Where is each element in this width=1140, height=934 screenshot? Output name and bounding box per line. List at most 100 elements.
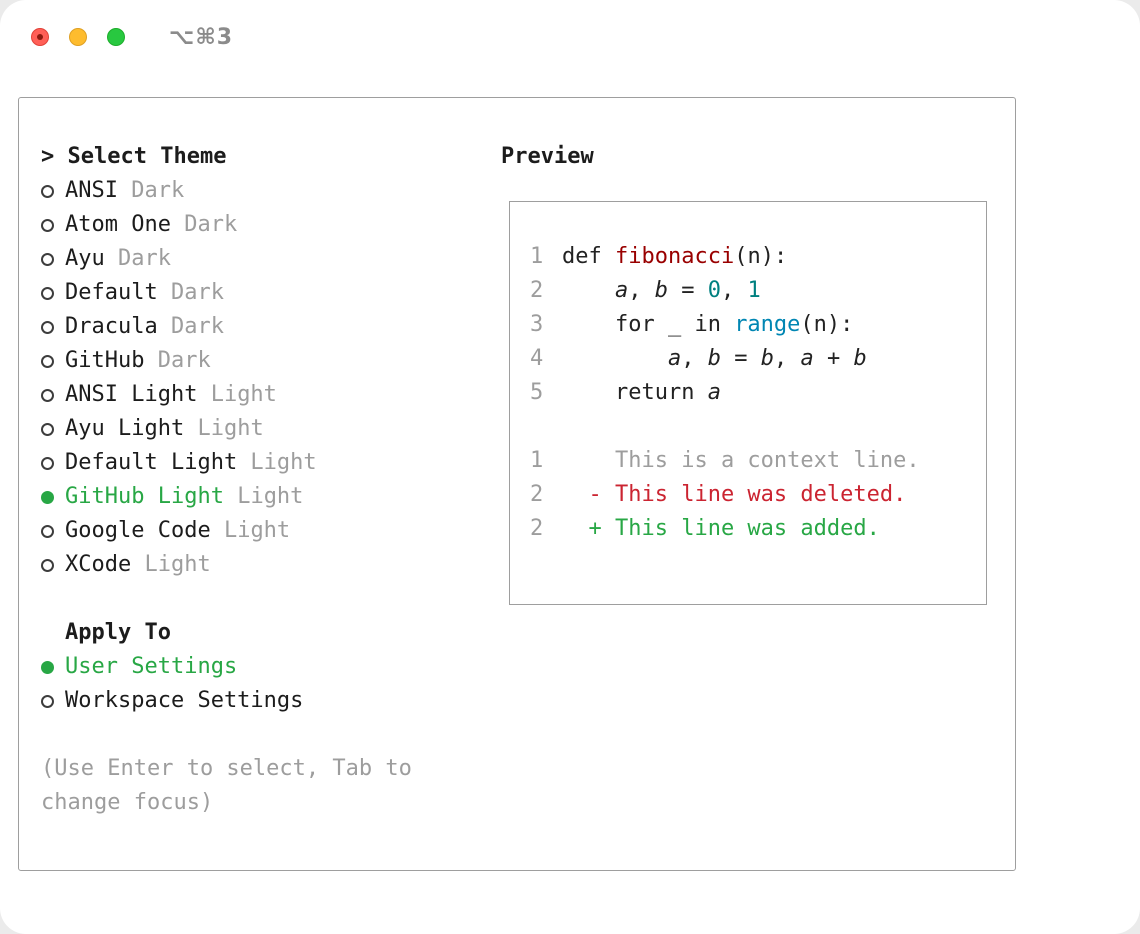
code-token [562,346,668,371]
theme-name: Ayu Light [65,416,185,441]
theme-name: XCode [65,552,132,577]
code-token: = [667,278,708,303]
radio-icon [41,388,54,402]
radio-icon [41,694,54,708]
code-token: fibonacci [614,244,735,269]
radio-icon [41,558,54,572]
code-token: a [614,278,629,303]
theme-option[interactable]: Dracula Dark [41,310,481,344]
apply-option[interactable]: User Settings [41,650,481,684]
line-content: return a [562,376,721,410]
line-content: a, b = 0, 1 [562,274,761,308]
theme-name: GitHub Light [65,484,224,509]
radio-icon [41,456,54,470]
apply-option[interactable]: Workspace Settings [41,684,481,718]
apply-label: User Settings [65,654,238,679]
line-content: def fibonacci(n): [562,240,787,274]
theme-name: Ayu [65,246,105,271]
line-content: + This line was added. [562,512,880,546]
code-token: a [707,380,721,405]
preview-line: 1 This is a context line. [530,444,970,478]
line-content: This is a context line. [562,444,920,478]
maximize-button[interactable] [107,28,125,46]
theme-name: Default Light [65,450,238,475]
code-token: = [720,346,761,371]
theme-option[interactable]: GitHub Dark [41,344,481,378]
line-number: 3 [530,312,544,337]
theme-name: ANSI Light [65,382,198,407]
theme-variant: Dark [104,246,171,271]
theme-name: Default [65,280,158,305]
line-content: a, b = b, a + b [562,342,867,376]
code-token: range [734,312,801,337]
code-token: (n): [800,312,854,337]
radio-selected-icon [41,490,54,504]
code-token: return [562,380,708,405]
theme-option[interactable]: Ayu Light Light [41,412,481,446]
preview-line: 2 + This line was added. [530,512,970,546]
prompt-icon: > [41,144,55,169]
theme-variant: Dark [117,178,185,203]
theme-option[interactable]: XCode Light [41,548,481,582]
code-token: def [562,244,615,269]
radio-icon [41,286,54,300]
theme-name: ANSI [65,178,118,203]
code-token: - This line was deleted. [562,482,907,507]
preview-title: Preview [501,144,594,169]
spacer [41,718,481,752]
minimize-button[interactable] [69,28,87,46]
preview-line [530,410,970,444]
theme-option[interactable]: Ayu Dark [41,242,481,276]
code-token [562,278,615,303]
apply-label: Workspace Settings [65,688,304,713]
theme-option[interactable]: GitHub Light Light [41,480,481,514]
theme-option[interactable]: Google Code Light [41,514,481,548]
theme-option[interactable]: Atom One Dark [41,208,481,242]
theme-variant: Light [197,382,277,407]
radio-icon [41,422,54,436]
radio-icon [41,218,54,232]
preview-line: 5 return a [530,376,970,410]
code-token: a [800,346,814,371]
code-token: This is a context line. [562,448,920,473]
theme-variant: Dark [170,212,238,237]
preview-line: 4 a, b = b, a + b [530,342,970,376]
code-token: , [773,346,801,371]
theme-option[interactable]: Default Light Light [41,446,481,480]
theme-variant: Light [131,552,211,577]
theme-option[interactable]: Default Dark [41,276,481,310]
code-token: + This line was added. [562,516,880,541]
radio-icon [41,184,54,198]
line-number [530,410,562,444]
theme-option[interactable]: ANSI Dark [41,174,481,208]
apply-to-header: Apply To [65,620,171,645]
code-token: 0 [707,278,721,303]
window-titlebar: ⌥⌘3 [31,25,233,50]
code-token: (n): [734,244,788,269]
theme-name: Atom One [65,212,171,237]
code-token: a [667,346,682,371]
line-number: 1 [530,244,544,269]
theme-variant: Light [223,484,304,509]
line-number: 5 [530,380,544,405]
theme-option[interactable]: ANSI Light Light [41,378,481,412]
radio-icon [41,320,54,334]
theme-variant: Light [184,416,264,441]
close-button[interactable] [31,28,49,46]
radio-selected-icon [41,660,54,674]
preview-line: 2 - This line was deleted. [530,478,970,512]
line-number: 2 [530,516,544,541]
select-theme-header: > Select Theme [41,140,481,174]
code-token: b [760,346,774,371]
theme-name: Google Code [65,518,211,543]
radio-icon [41,252,54,266]
code-token: , [720,278,748,303]
radio-icon [41,524,54,538]
line-number: 2 [530,278,544,303]
